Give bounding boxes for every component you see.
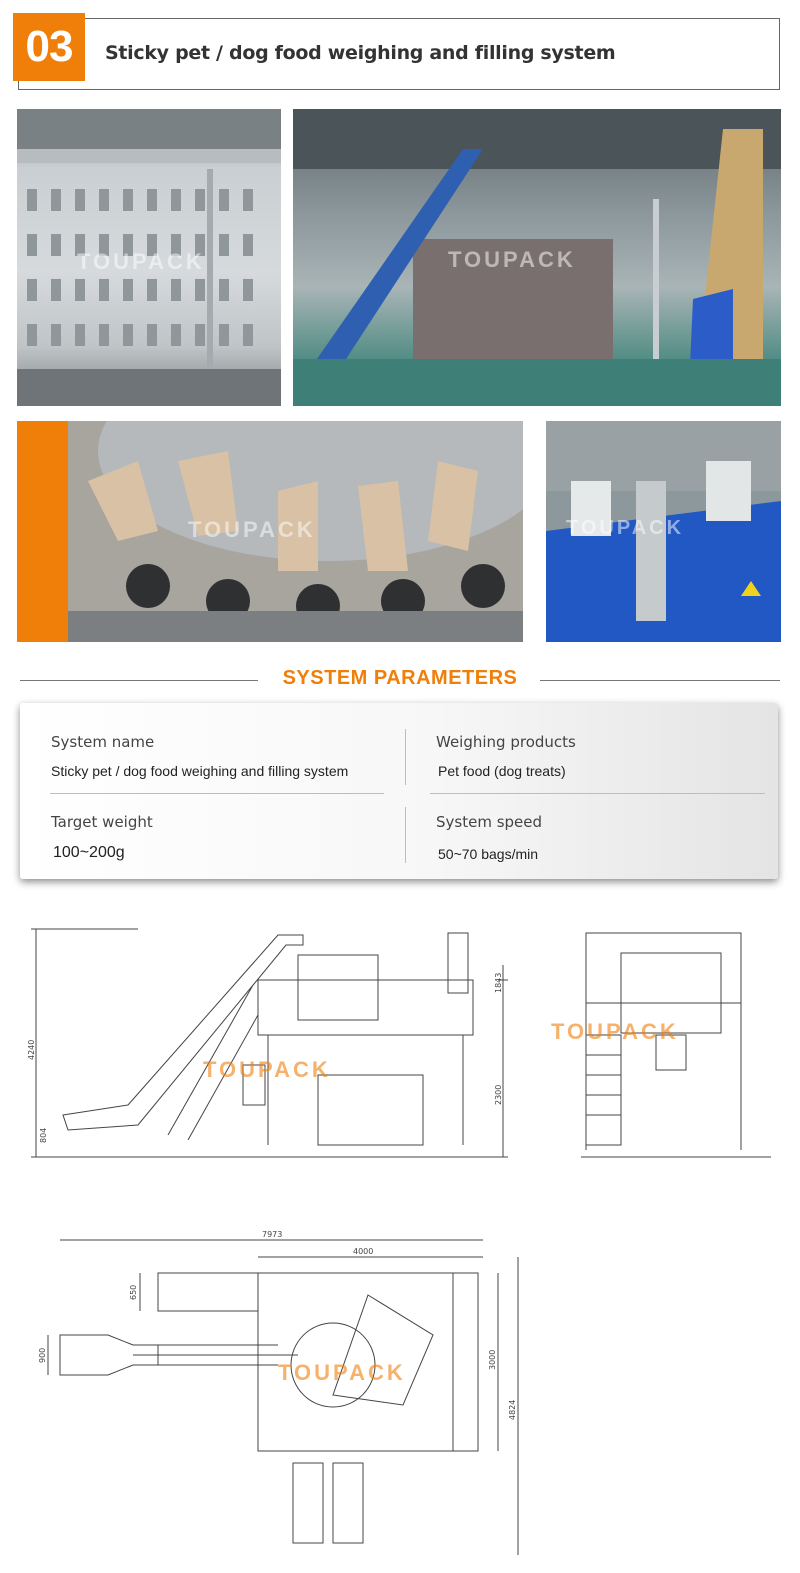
watermark-text: TOUPACK: [278, 1360, 406, 1385]
section-number-badge: 03: [13, 13, 85, 81]
side-elevation-drawing: 4240 804 1843 2300 TOUPACK: [28, 928, 508, 1158]
photo-weigher-treats: TOUPACK: [68, 421, 523, 642]
watermark-text: TOUPACK: [551, 1019, 679, 1044]
dim-side-top: 1843: [494, 973, 503, 993]
dim-plan-total-depth: 4824: [508, 1400, 517, 1420]
watermark-text: TOUPACK: [448, 247, 576, 272]
weigher-graphic: [68, 421, 523, 642]
header-box: [18, 18, 780, 90]
column-divider-bottom: [405, 807, 406, 863]
watermark-text: TOUPACK: [566, 517, 685, 539]
target-weight-label: Target weight: [51, 813, 153, 831]
photo-pouch-conveyor: TOUPACK: [546, 421, 781, 642]
dim-side-total: 4240: [28, 1040, 36, 1060]
row-divider-left: [50, 793, 384, 794]
front-elevation-drawing: TOUPACK: [551, 932, 771, 1158]
weighing-products-value: Pet food (dog treats): [438, 763, 566, 779]
dim-side-mid: 2300: [494, 1085, 503, 1105]
dim-plan-left-h: 650: [129, 1285, 138, 1300]
section-title: SYSTEM PARAMETERS: [282, 667, 518, 689]
dim-plan-depth: 3000: [488, 1350, 497, 1370]
section-rule-right: [540, 680, 780, 681]
system-speed-label: System speed: [436, 813, 543, 831]
dim-plan-left-h2: 900: [38, 1348, 47, 1363]
photo-hopper-closeup: TOUPACK: [17, 109, 281, 406]
plan-view-drawing: 7973 4000 650 900 3000 4824 TOUPACK: [38, 1230, 519, 1555]
column-divider-top: [405, 729, 406, 785]
target-weight-value: 100~200g: [53, 844, 125, 861]
weighing-products-label: Weighing products: [436, 733, 576, 751]
dim-plan-width: 4000: [353, 1247, 373, 1256]
dim-plan-total-width: 7973: [262, 1230, 282, 1239]
system-speed-value: 50~70 bags/min: [438, 846, 539, 862]
conveyor-graphic: [546, 421, 781, 642]
dim-side-low: 804: [39, 1128, 48, 1143]
system-name-label: System name: [51, 733, 155, 751]
photo-factory-overview: TOUPACK: [293, 109, 781, 406]
page-title: Sticky pet / dog food weighing and filli…: [105, 42, 616, 64]
system-name-value: Sticky pet / dog food weighing and filli…: [51, 763, 349, 779]
accent-bar: [17, 421, 68, 642]
row-divider-right: [430, 793, 765, 794]
section-rule-left: [20, 680, 258, 681]
watermark-text: TOUPACK: [203, 1057, 331, 1082]
watermark-text: TOUPACK: [77, 249, 205, 274]
factory-graphic: [293, 109, 781, 406]
parameters-card: System name Sticky pet / dog food weighi…: [20, 703, 778, 879]
hopper-pattern-graphic: [17, 109, 281, 406]
watermark-text: TOUPACK: [188, 517, 316, 542]
